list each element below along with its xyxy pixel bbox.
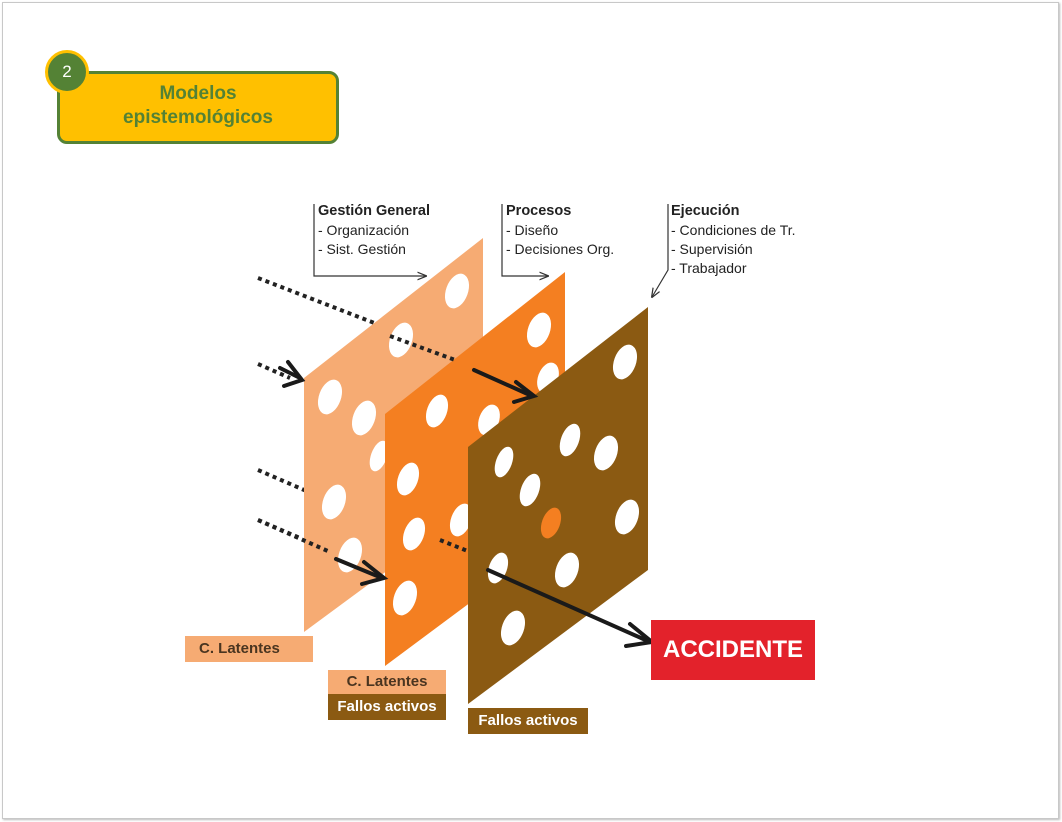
section-title-box [57, 71, 339, 144]
section-number-badge: 2 [45, 50, 89, 94]
bracket-procesos [501, 204, 548, 276]
label-layer2-latentes: C. Latentes [328, 670, 446, 694]
dotted-path-2 [257, 362, 291, 380]
label-layer2-fallos: Fallos activos [328, 694, 446, 720]
accident-box: ACCIDENTE [651, 620, 815, 680]
header-item: - Decisiones Org. [506, 241, 615, 257]
bracket-ejecucion [652, 204, 669, 297]
header-gestion-general: Gestión General - Organización - Sist. G… [318, 201, 430, 259]
dotted-path-1 [257, 276, 471, 362]
header-item: - Diseño [506, 222, 559, 238]
dotted-path-4 [257, 518, 301, 540]
layer-ejecucion [468, 307, 648, 704]
section-title-line1: Modelos [159, 83, 237, 104]
header-ejecucion: Ejecución - Condiciones de Tr. - Supervi… [671, 201, 796, 278]
header-item: - Sist. Gestión [318, 241, 406, 257]
header-item: - Organización [318, 222, 410, 238]
header-title: Gestión General [318, 203, 431, 219]
header-procesos: Procesos - Diseño - Decisiones Org. [506, 201, 614, 259]
header-item: - Supervisión [671, 241, 753, 257]
section-title-line2: epistemológicos [123, 107, 273, 128]
header-item: - Trabajador [671, 260, 747, 276]
header-item: - Condiciones de Tr. [671, 222, 796, 238]
header-title: Ejecución [671, 203, 740, 219]
header-title: Procesos [506, 203, 572, 219]
section-title: Modelos epistemológicos [57, 82, 339, 130]
label-layer1-latentes: C. Latentes [185, 636, 313, 662]
label-layer3-fallos: Fallos activos [468, 708, 588, 734]
bracket-gestion [313, 204, 426, 276]
